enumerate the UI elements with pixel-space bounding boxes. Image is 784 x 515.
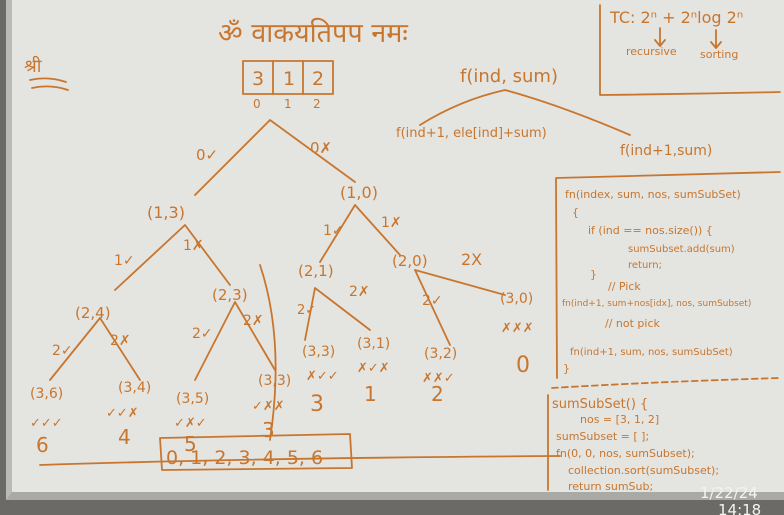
complexity-arrows bbox=[654, 27, 722, 49]
edge-label: 2✓ bbox=[52, 343, 73, 359]
generic-left-call: f(ind+1, ele[ind]+sum) bbox=[396, 126, 547, 141]
result-list: 0, 1, 2, 3, 4, 5, 6 bbox=[166, 447, 323, 469]
main-line: return sumSub; bbox=[568, 480, 653, 493]
result-baseline bbox=[39, 455, 561, 466]
tree-node: (2,1) bbox=[298, 262, 334, 280]
edge-label: 2✓ bbox=[422, 293, 443, 309]
leaf-node: (3,6) bbox=[30, 386, 63, 402]
edge-label: 0✓ bbox=[196, 146, 218, 164]
complexity-box bbox=[599, 4, 781, 96]
generic-right-call: f(ind+1,sum) bbox=[620, 143, 712, 159]
leaf-path: ✗✗✓ bbox=[422, 371, 455, 386]
edge-label: 1✗ bbox=[183, 238, 204, 254]
tree-node: (1,0) bbox=[340, 183, 378, 202]
code-line: return; bbox=[628, 260, 662, 271]
recursion-tree-edges bbox=[49, 119, 506, 441]
result-box bbox=[159, 433, 353, 471]
array-box: 3 1 2 0 1 2 bbox=[242, 60, 334, 111]
edge-label: 2✗ bbox=[349, 284, 370, 300]
generic-tree-edges bbox=[419, 89, 631, 136]
array-outline bbox=[242, 60, 334, 95]
edge-label: 2✗ bbox=[110, 333, 131, 349]
leaf-node: (3,2) bbox=[424, 346, 457, 362]
sorting-note: sorting bbox=[700, 48, 738, 61]
mark-underline bbox=[29, 77, 69, 91]
leaf-sum: 0 bbox=[516, 353, 530, 378]
leaf-node: (3,0) bbox=[500, 291, 533, 307]
edge-label: 2✓ bbox=[192, 326, 213, 342]
edge-label: 1✗ bbox=[381, 215, 402, 231]
main-line: sumSubSet() { bbox=[552, 397, 648, 412]
code-line: fn(ind+1, sum+nos[idx], nos, sumSubset) bbox=[562, 299, 751, 309]
leaf-node: (3,5) bbox=[176, 391, 209, 407]
tree-node: (2,0) bbox=[392, 252, 428, 270]
tree-node: (2,4) bbox=[75, 304, 111, 322]
board-title: ॐ वाकयतिपप नमः bbox=[218, 17, 408, 49]
tree-node: (2,3) bbox=[212, 286, 248, 304]
edge-label: 1✓ bbox=[114, 253, 135, 269]
main-line: collection.sort(sumSubset); bbox=[568, 464, 719, 477]
main-line: nos = [3, 1, 2] bbox=[580, 413, 659, 426]
code-line: sumSubset.add(sum) bbox=[628, 244, 735, 255]
leaf-sum: 1 bbox=[364, 382, 377, 406]
code-line: if (ind == nos.size()) { bbox=[588, 224, 713, 237]
edge-label: 2✗ bbox=[243, 313, 264, 329]
leaf-path: ✓✓✗ bbox=[106, 406, 139, 421]
code-line: } bbox=[590, 268, 597, 281]
edge-label: 2X bbox=[461, 250, 482, 269]
recursive-note: recursive bbox=[626, 45, 677, 58]
leaf-sum: 4 bbox=[118, 425, 131, 449]
edge-label: 1✓ bbox=[323, 223, 344, 239]
array-index: 2 bbox=[313, 97, 321, 111]
code-line: fn(ind+1, sum, nos, sumSubSet) bbox=[570, 347, 733, 358]
leaf-node: (3,1) bbox=[357, 336, 390, 352]
leaf-sum: 2 bbox=[431, 382, 444, 406]
edge-label: 0✗ bbox=[310, 139, 332, 157]
margin-mark: श्री bbox=[24, 55, 42, 77]
tree-node: (1,3) bbox=[147, 203, 185, 222]
code-line: // Pick bbox=[608, 280, 641, 293]
main-line: fn(0, 0, nos, sumSubset); bbox=[556, 447, 695, 460]
photo-time: 14:18 bbox=[718, 501, 761, 515]
code-line: fn(index, sum, nos, sumSubSet) bbox=[565, 188, 741, 201]
leaf-node: (3,3) bbox=[258, 373, 291, 389]
leaf-node: (3,4) bbox=[118, 380, 151, 396]
array-value: 1 bbox=[283, 68, 295, 90]
leaf-path: ✓✗✗ bbox=[252, 399, 285, 414]
code-panel-outline bbox=[555, 171, 781, 379]
array-index: 1 bbox=[284, 97, 292, 111]
leaf-path: ✗✓✗ bbox=[357, 361, 390, 376]
array-value: 2 bbox=[312, 68, 324, 90]
leaf-sum: 6 bbox=[36, 433, 49, 457]
code-separator bbox=[551, 377, 781, 389]
leaf-node: (3,3) bbox=[302, 344, 335, 360]
edge-label: 2✓ bbox=[297, 303, 316, 318]
leaf-sum: 3 bbox=[310, 392, 324, 417]
leaf-sum: 3 bbox=[262, 418, 275, 442]
code-line: } bbox=[563, 362, 570, 375]
code-line: // not pick bbox=[605, 317, 661, 330]
leaf-path: ✓✗✓ bbox=[174, 416, 207, 431]
array-value: 3 bbox=[252, 68, 264, 90]
leaf-path: ✗✓✓ bbox=[306, 369, 339, 384]
photo-date: 1/22/24 bbox=[700, 484, 758, 502]
leaf-path: ✗✗✗ bbox=[501, 321, 534, 336]
tc-label: TC: 2ⁿ + 2ⁿlog 2ⁿ bbox=[609, 8, 743, 27]
generic-root: f(ind, sum) bbox=[460, 66, 558, 87]
array-index: 0 bbox=[253, 97, 261, 111]
code-line: { bbox=[572, 206, 579, 219]
main-line: sumSubset = [ ]; bbox=[556, 430, 649, 443]
leaf-path: ✓✓✓ bbox=[30, 416, 63, 431]
